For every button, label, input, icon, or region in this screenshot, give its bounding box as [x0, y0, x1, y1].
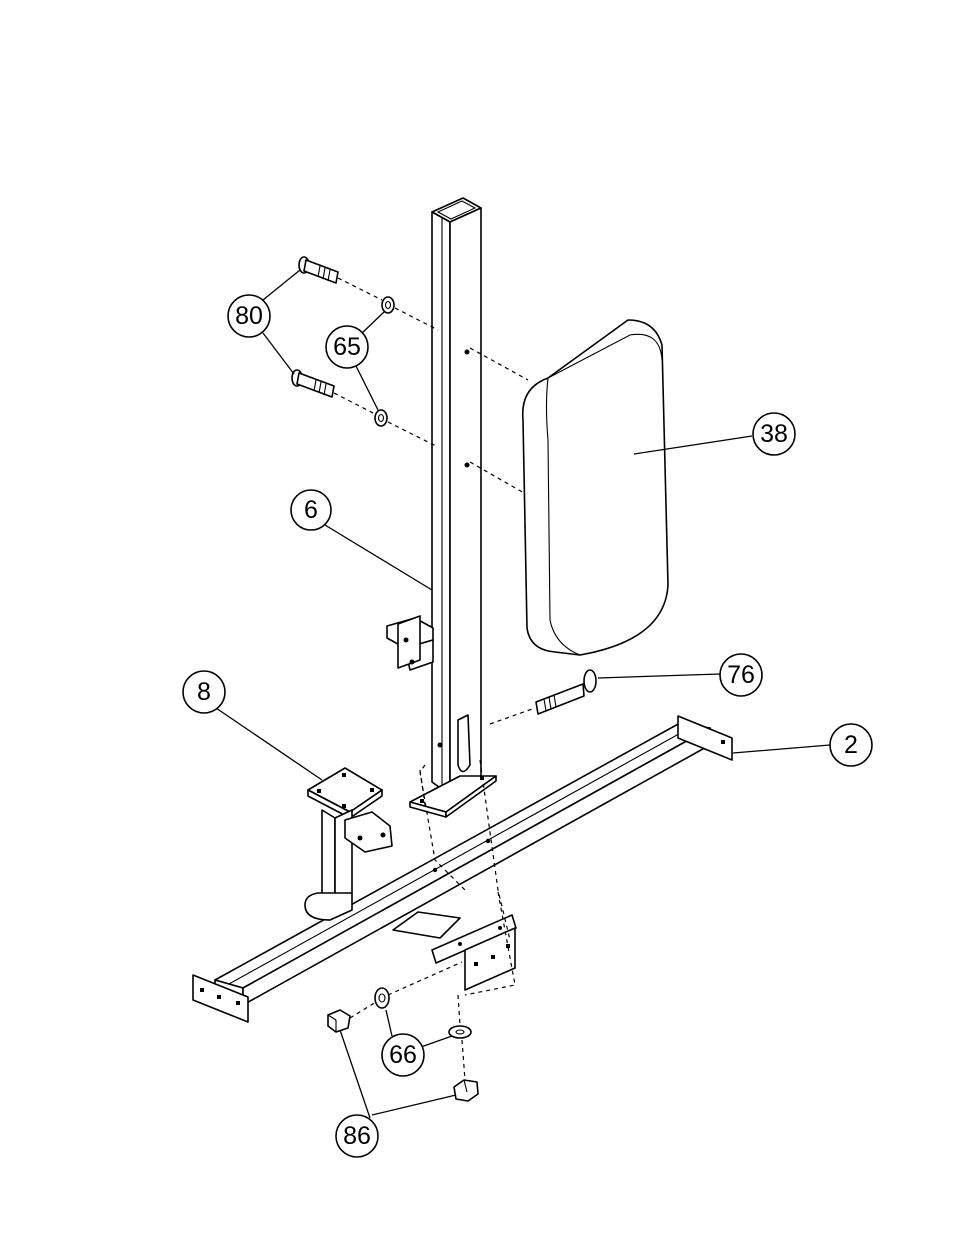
right-nut: [454, 1080, 478, 1101]
post-bracket: [387, 616, 433, 670]
callout-2-label: 2: [844, 731, 858, 759]
long-bolt: [536, 670, 596, 714]
callout-80: 80: [228, 295, 270, 337]
callout-38: 38: [753, 413, 795, 455]
callout-38-label: 38: [760, 420, 788, 448]
left-washer: [375, 988, 389, 1008]
callout-76-label: 76: [727, 661, 755, 689]
right-washer: [449, 1026, 471, 1038]
upper-bolt: [299, 257, 338, 283]
callout-8: 8: [183, 671, 225, 713]
callout-6: 6: [291, 490, 331, 530]
callout-66-label: 66: [389, 1041, 417, 1069]
callout-6-label: 6: [304, 496, 318, 524]
callout-65: 65: [326, 326, 368, 368]
callout-65-label: 65: [333, 333, 361, 361]
callout-80-label: 80: [235, 302, 263, 330]
lower-washer: [375, 410, 387, 426]
back-pad: [523, 320, 668, 655]
callout-2: 2: [830, 724, 872, 766]
callout-86: 86: [336, 1115, 378, 1157]
callout-86-label: 86: [343, 1122, 371, 1150]
upright-post: [387, 198, 496, 817]
left-nut: [328, 1010, 350, 1032]
callout-66: 66: [382, 1034, 424, 1076]
upper-washer: [382, 297, 394, 313]
callout-76: 76: [720, 654, 762, 696]
lower-bolt: [292, 370, 334, 397]
callout-8-label: 8: [197, 678, 211, 706]
